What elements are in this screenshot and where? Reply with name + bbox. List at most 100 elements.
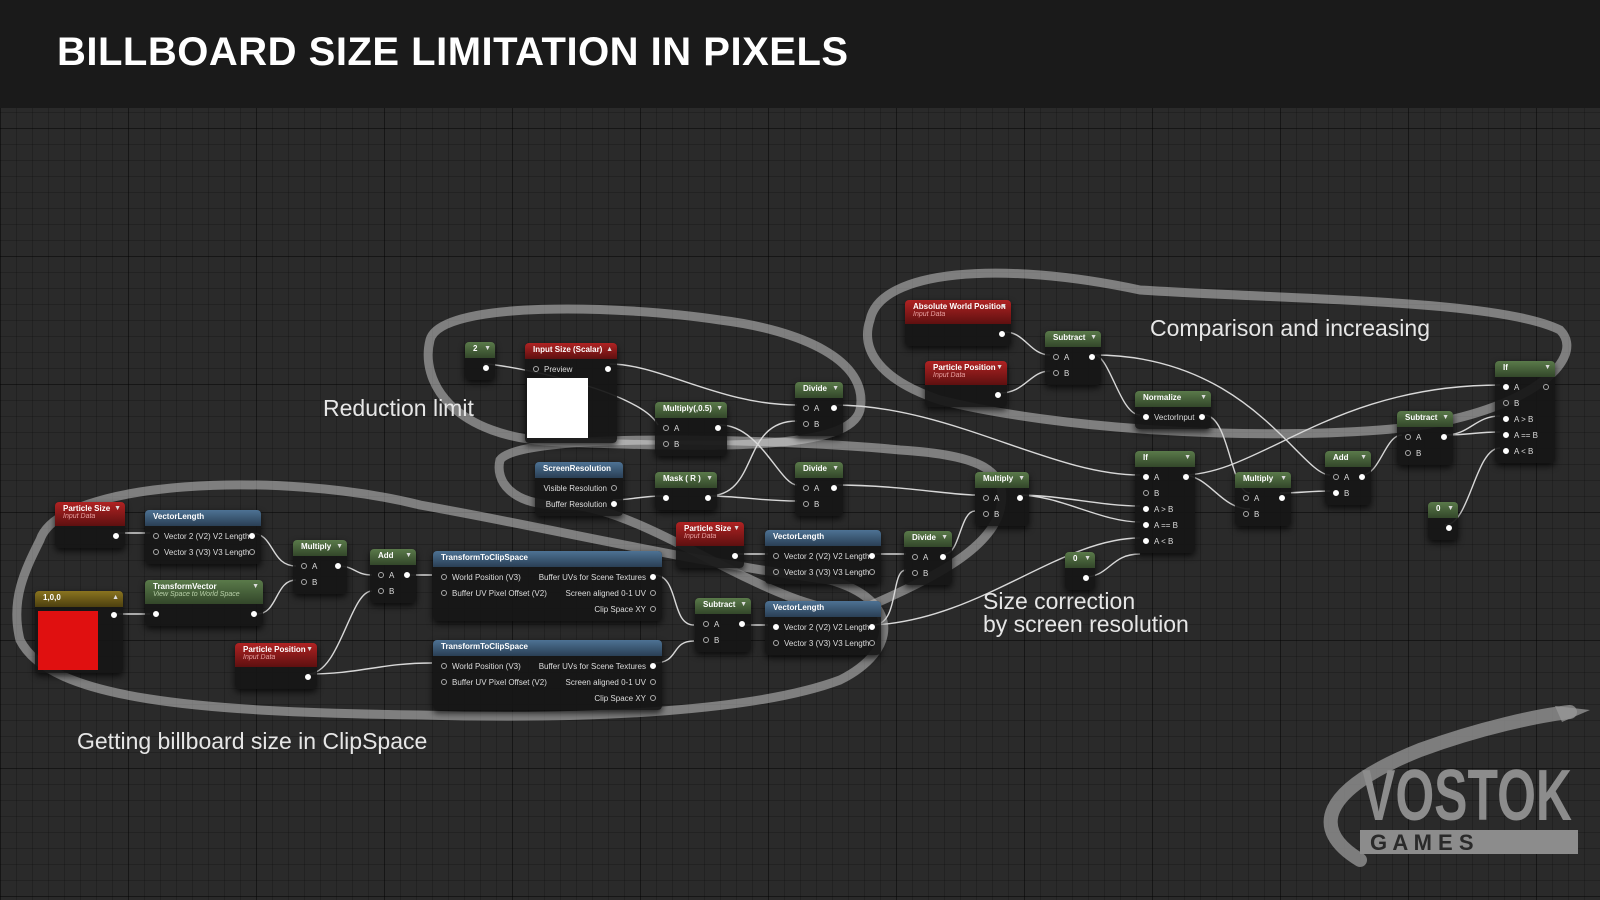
collapse-arrow-icon[interactable]: ▼ — [336, 543, 343, 550]
output-pin[interactable] — [113, 533, 119, 539]
output-pin[interactable] — [650, 695, 656, 701]
output-pin[interactable] — [483, 365, 489, 371]
collapse-arrow-icon[interactable]: ▼ — [1280, 475, 1287, 482]
input-pin[interactable] — [983, 495, 989, 501]
output-pin[interactable] — [1199, 414, 1205, 420]
node-multiply-1[interactable]: Multiply▼ A B — [293, 540, 347, 594]
node-subtract-2[interactable]: Subtract▼ A B — [1045, 331, 1101, 385]
node-vector-length-3[interactable]: VectorLength Vector 2 (V2) V2 Length Vec… — [765, 601, 881, 655]
collapse-arrow-icon[interactable]: ▼ — [740, 601, 747, 608]
output-pin[interactable] — [650, 679, 656, 685]
node-multiply-3[interactable]: Multiply▼ A B — [1235, 472, 1291, 526]
node-screen-resolution[interactable]: ScreenResolution Visible Resolution Buff… — [535, 462, 623, 516]
input-pin[interactable] — [153, 533, 159, 539]
input-pin[interactable] — [803, 405, 809, 411]
input-pin[interactable] — [1243, 511, 1249, 517]
input-pin[interactable] — [301, 563, 307, 569]
collapse-arrow-icon[interactable]: ▼ — [1084, 555, 1091, 562]
input-pin[interactable] — [1143, 490, 1149, 496]
output-pin[interactable] — [611, 485, 617, 491]
input-pin[interactable] — [1333, 490, 1339, 496]
collapse-arrow-icon[interactable]: ▲ — [606, 346, 613, 353]
output-pin[interactable] — [650, 663, 656, 669]
node-subtract-3[interactable]: Subtract▼ A B — [1397, 411, 1453, 465]
input-pin[interactable] — [1503, 432, 1509, 438]
output-pin[interactable] — [1089, 354, 1095, 360]
output-pin[interactable] — [1359, 474, 1365, 480]
output-pin[interactable] — [739, 621, 745, 627]
node-transform-clip-space-1[interactable]: TransformToClipSpace World Position (V3)… — [433, 551, 662, 621]
input-pin[interactable] — [663, 441, 669, 447]
collapse-arrow-icon[interactable]: ▼ — [252, 583, 259, 590]
output-pin[interactable] — [1183, 474, 1189, 480]
input-pin[interactable] — [803, 485, 809, 491]
input-pin[interactable] — [441, 679, 447, 685]
node-multiply-half[interactable]: Multiply(,0.5)▼ A B — [655, 402, 727, 456]
collapse-arrow-icon[interactable]: ▼ — [1000, 303, 1007, 310]
input-pin[interactable] — [153, 611, 159, 617]
output-pin[interactable] — [869, 553, 875, 559]
input-pin[interactable] — [441, 663, 447, 669]
input-pin[interactable] — [1405, 434, 1411, 440]
input-pin[interactable] — [1143, 538, 1149, 544]
output-pin[interactable] — [995, 392, 1001, 398]
collapse-arrow-icon[interactable]: ▼ — [114, 505, 121, 512]
collapse-arrow-icon[interactable]: ▼ — [1184, 454, 1191, 461]
output-pin[interactable] — [305, 674, 311, 680]
input-pin[interactable] — [663, 495, 669, 501]
input-pin[interactable] — [1333, 474, 1339, 480]
node-add-1[interactable]: Add▼ A B — [370, 549, 416, 603]
output-pin[interactable] — [831, 405, 837, 411]
output-pin[interactable] — [650, 590, 656, 596]
node-normalize[interactable]: Normalize▼ VectorInput — [1135, 391, 1211, 429]
output-pin[interactable] — [251, 611, 257, 617]
input-pin[interactable] — [1053, 370, 1059, 376]
output-pin[interactable] — [732, 553, 738, 559]
output-pin[interactable] — [999, 331, 1005, 337]
input-pin[interactable] — [1503, 416, 1509, 422]
input-pin[interactable] — [1143, 474, 1149, 480]
output-pin[interactable] — [404, 572, 410, 578]
input-pin[interactable] — [1143, 506, 1149, 512]
collapse-arrow-icon[interactable]: ▼ — [1447, 505, 1454, 512]
input-pin[interactable] — [153, 549, 159, 555]
input-pin[interactable] — [1243, 495, 1249, 501]
input-pin[interactable] — [983, 511, 989, 517]
output-pin[interactable] — [650, 574, 656, 580]
node-constant-2[interactable]: 2▼ — [465, 342, 495, 380]
input-pin[interactable] — [378, 572, 384, 578]
output-pin[interactable] — [715, 425, 721, 431]
output-pin[interactable] — [335, 563, 341, 569]
node-divide-2[interactable]: Divide▼ A B — [795, 462, 843, 516]
node-mask-r[interactable]: Mask ( R )▼ — [655, 472, 717, 510]
output-pin[interactable] — [111, 612, 117, 618]
collapse-arrow-icon[interactable]: ▼ — [716, 405, 723, 412]
node-subtract-1[interactable]: Subtract▼ A B — [695, 598, 751, 652]
output-pin[interactable] — [611, 501, 617, 507]
input-pin[interactable] — [912, 554, 918, 560]
collapse-arrow-icon[interactable]: ▼ — [832, 465, 839, 472]
input-pin[interactable] — [1503, 448, 1509, 454]
collapse-arrow-icon[interactable]: ▼ — [306, 646, 313, 653]
output-pin[interactable] — [650, 606, 656, 612]
input-pin[interactable] — [533, 366, 539, 372]
node-if-2[interactable]: If▼ A B A > B A == B A < B — [1495, 361, 1555, 463]
input-pin[interactable] — [773, 624, 779, 630]
input-pin[interactable] — [1143, 414, 1149, 420]
output-pin[interactable] — [869, 640, 875, 646]
input-pin[interactable] — [703, 637, 709, 643]
node-vector-length-1[interactable]: VectorLength Vector 2 (V2) V2 Length Vec… — [145, 510, 261, 564]
input-pin[interactable] — [663, 425, 669, 431]
input-pin[interactable] — [301, 579, 307, 585]
input-pin[interactable] — [1503, 384, 1509, 390]
node-divide-3[interactable]: Divide▼ A B — [904, 531, 952, 585]
output-pin[interactable] — [249, 549, 255, 555]
collapse-arrow-icon[interactable]: ▼ — [484, 345, 491, 352]
output-pin[interactable] — [1083, 575, 1089, 581]
